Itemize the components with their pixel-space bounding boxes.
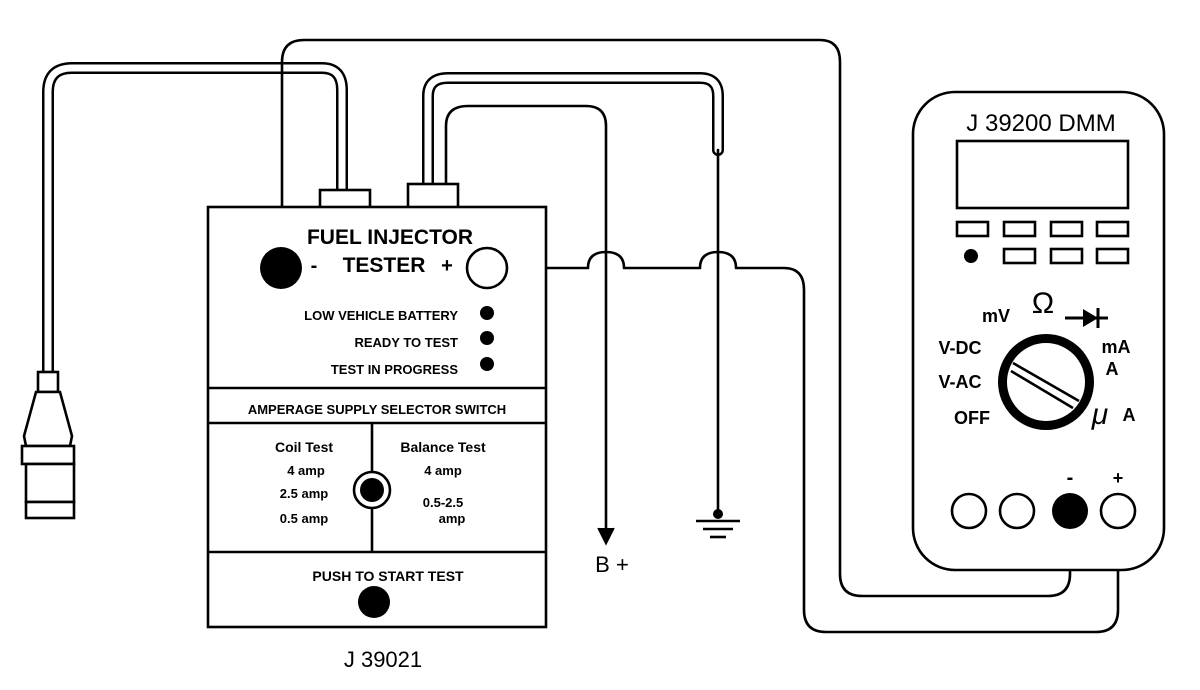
tester-minus-jack[interactable] [260, 247, 302, 289]
dial-label-mv: mV [982, 306, 1010, 326]
tester-plus-jack[interactable] [465, 246, 509, 290]
dial-label-mu: μ [1091, 398, 1108, 431]
tester-subtitle: TESTER [343, 254, 426, 277]
balance-test-value-4: 4 amp [424, 463, 462, 478]
dmm-body [911, 90, 1166, 572]
b-plus-arrow [597, 527, 615, 546]
dmm-jack[interactable] [950, 492, 988, 530]
dmm-jack-minus-label: - [1067, 467, 1074, 489]
push-to-start-label: PUSH TO START TEST [312, 568, 464, 584]
amperage-selector-knob[interactable] [352, 470, 392, 510]
ground-symbol [696, 509, 740, 539]
dmm-button[interactable] [1095, 220, 1130, 238]
diode-icon [1065, 308, 1108, 328]
dmm-jack-plus-label: + [1113, 468, 1124, 488]
dmm-title: J 39200 DMM [966, 110, 1115, 137]
dmm-button[interactable] [1095, 247, 1130, 265]
balance-test-heading: Balance Test [400, 439, 486, 455]
dmm-button[interactable] [1002, 220, 1037, 238]
indicator-led-low-battery [480, 306, 494, 320]
dmm-buttons [955, 220, 1130, 265]
balance-test-value-range: 0.5-2.5 [423, 495, 463, 510]
dmm-button[interactable] [1002, 247, 1037, 265]
coil-test-heading: Coil Test [275, 439, 333, 455]
coil-test-value-2-5: 2.5 amp [280, 486, 328, 501]
indicator-label-low-battery: LOW VEHICLE BATTERY [304, 308, 458, 323]
dial-label-a: A [1106, 359, 1119, 379]
indicator-led-in-progress [480, 357, 494, 371]
dial-label-ma: mA [1101, 337, 1130, 357]
dial-label-ua: A [1123, 405, 1136, 425]
dmm-button[interactable] [955, 220, 990, 238]
selector-switch-title: AMPERAGE SUPPLY SELECTOR SWITCH [248, 402, 506, 417]
dial-label-vac: V-AC [938, 372, 981, 392]
dmm-rotary-dial[interactable] [998, 334, 1094, 430]
indicator-label-ready: READY TO TEST [354, 335, 458, 350]
coil-test-value-0-5: 0.5 amp [280, 511, 328, 526]
indicator-led-ready [480, 331, 494, 345]
dmm-power-indicator [964, 249, 978, 263]
dmm-jack-minus[interactable] [1052, 493, 1088, 529]
injector-harness [42, 62, 348, 378]
dial-label-vdc: V-DC [938, 338, 981, 358]
dmm-button[interactable] [1049, 220, 1084, 238]
minus-test-lead [280, 38, 1072, 598]
plus-test-lead [506, 250, 1120, 634]
indicator-label-in-progress: TEST IN PROGRESS [331, 362, 458, 377]
dmm-button[interactable] [1049, 247, 1084, 265]
coil-test-value-4: 4 amp [287, 463, 325, 478]
supply-harness [422, 72, 724, 532]
dmm-jack-plus[interactable] [1099, 492, 1137, 530]
dial-label-off: OFF [954, 408, 990, 428]
tester-part-number: J 39021 [344, 647, 422, 672]
tester-plus-sign: + [441, 255, 453, 277]
tester-minus-sign: - [311, 255, 318, 277]
dial-label-ohm: Ω [1032, 287, 1054, 320]
balance-test-value-unit: amp [439, 511, 466, 526]
tester-title: FUEL INJECTOR [307, 226, 473, 249]
injector-connector [20, 370, 76, 520]
b-plus-label: B + [595, 552, 629, 577]
dmm-jack[interactable] [998, 492, 1036, 530]
dmm-display [955, 139, 1130, 210]
push-to-start-button[interactable] [358, 586, 390, 618]
